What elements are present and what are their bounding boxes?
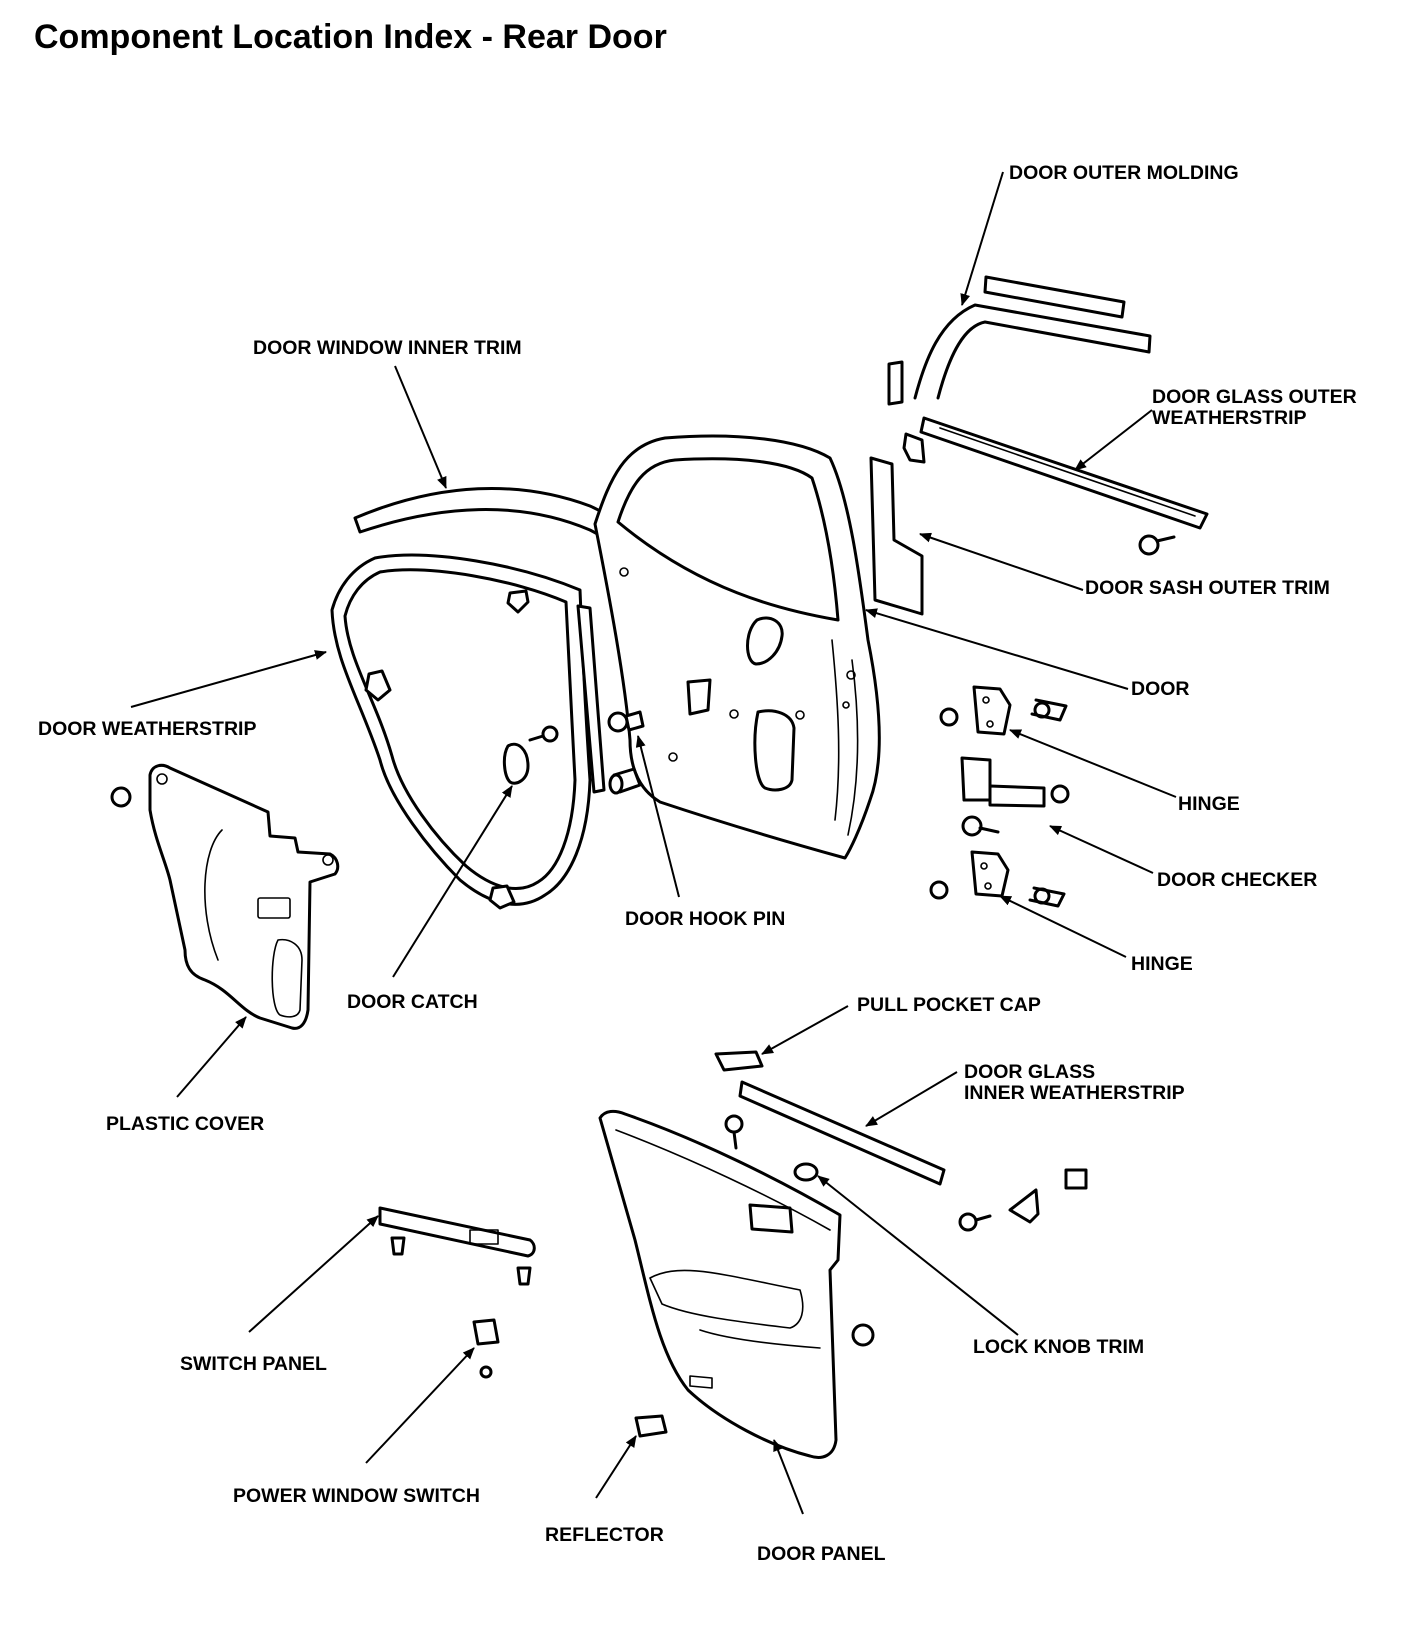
label-door-weatherstrip: DOOR WEATHERSTRIP <box>38 718 256 740</box>
label-door-glass-inner-weatherstrip-line1: DOOR GLASS <box>964 1061 1095 1083</box>
label-door: DOOR <box>1131 678 1190 700</box>
door-checker-part <box>960 756 1070 837</box>
label-door-outer-molding: DOOR OUTER MOLDING <box>1009 162 1239 184</box>
hinge-lower-part <box>929 850 1066 908</box>
hinge-upper-part <box>939 685 1068 736</box>
door-glass-inner-weatherstrip-part <box>724 1080 946 1186</box>
label-reflector: REFLECTOR <box>545 1524 664 1546</box>
label-power-window-switch: POWER WINDOW SWITCH <box>233 1485 480 1507</box>
label-door-glass-outer-weatherstrip-line2: WEATHERSTRIP <box>1152 407 1307 429</box>
label-door-glass-inner-weatherstrip-line2: INNER WEATHERSTRIP <box>964 1082 1185 1104</box>
label-hinge-lower: HINGE <box>1131 953 1193 975</box>
label-door-hook-pin: DOOR HOOK PIN <box>625 908 785 930</box>
lock-knob-trim-part <box>793 1162 819 1182</box>
plastic-cover-part <box>110 763 340 1030</box>
label-door-panel: DOOR PANEL <box>757 1543 886 1565</box>
power-window-switch-part <box>472 1318 500 1379</box>
door-panel-part <box>598 1109 875 1459</box>
pull-pocket-cap-part <box>714 1050 764 1072</box>
label-pull-pocket-cap: PULL POCKET CAP <box>857 994 1041 1016</box>
door-weatherstrip-part <box>330 553 606 910</box>
label-hinge-upper: HINGE <box>1178 793 1240 815</box>
door-glass-outer-weatherstrip-part <box>919 416 1209 530</box>
label-plastic-cover: PLASTIC COVER <box>106 1113 264 1135</box>
page-title: Component Location Index - Rear Door <box>34 18 667 56</box>
label-switch-panel: SWITCH PANEL <box>180 1353 327 1375</box>
door-outer-molding-part <box>887 275 1152 406</box>
door-catch-part <box>502 742 530 785</box>
label-lock-knob-trim: LOCK KNOB TRIM <box>973 1336 1144 1358</box>
door-sash-outer-trim-part <box>869 432 1176 616</box>
label-door-checker: DOOR CHECKER <box>1157 869 1317 891</box>
label-door-glass-outer-weatherstrip-line1: DOOR GLASS OUTER <box>1152 386 1357 408</box>
mounting-bracket-part <box>958 1168 1088 1232</box>
label-door-catch: DOOR CATCH <box>347 991 478 1013</box>
switch-panel-part <box>378 1206 536 1286</box>
door-hook-pin-part <box>607 710 645 795</box>
leader-lines <box>130 171 1177 1515</box>
label-door-window-inner-trim: DOOR WINDOW INNER TRIM <box>253 337 522 359</box>
reflector-part <box>634 1414 668 1438</box>
label-door-sash-outer-trim: DOOR SASH OUTER TRIM <box>1085 577 1330 599</box>
door-body-part <box>593 434 881 860</box>
